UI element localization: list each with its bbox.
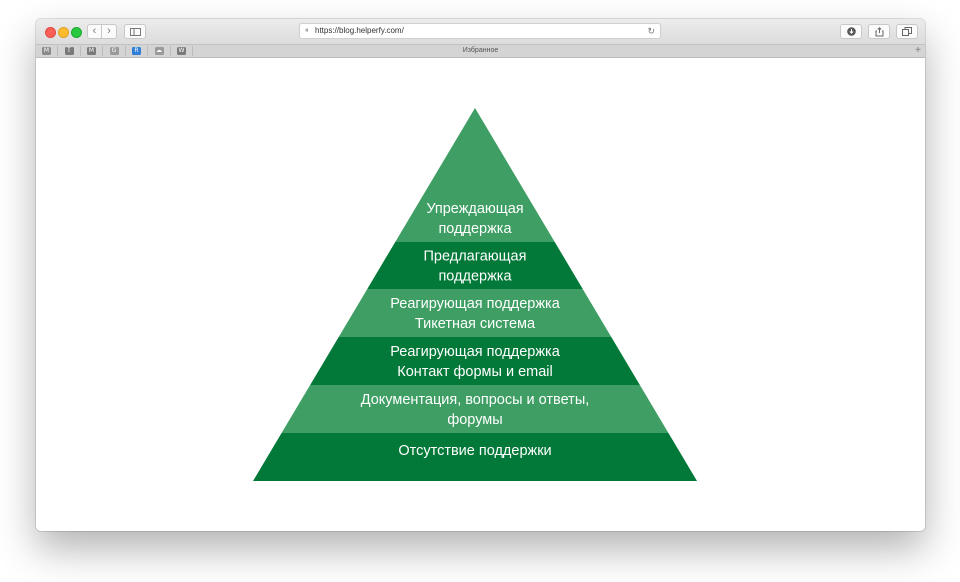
pyramid-tier-2-label-line-1: Предлагающая <box>424 249 527 265</box>
pyramid-tier-2 <box>367 242 583 289</box>
favorites-divider <box>57 46 58 56</box>
favorites-divider <box>124 46 126 56</box>
pyramid-tier-5-label-line-1: Документация, вопросы и ответы, <box>361 392 590 408</box>
r-bookmark-icon[interactable]: R <box>132 47 141 55</box>
back-button[interactable]: ‹ <box>87 24 102 39</box>
pyramid-tier-4-label-line-2: Контакт формы и email <box>397 364 553 380</box>
add-tab-icon[interactable]: + <box>915 45 921 56</box>
pyramid-tier-6 <box>253 433 697 481</box>
gmail-icon[interactable]: M <box>42 47 51 55</box>
forward-button[interactable]: › <box>102 24 117 39</box>
favorites-bar: Избранное M T M G R ☁ W + <box>36 44 925 58</box>
favorites-divider <box>192 46 193 56</box>
pyramid-tier-5-label-line-2: форумы <box>447 412 502 428</box>
chevron-left-icon: ‹ <box>92 25 97 37</box>
pyramid-tier-1-label-line-1: Упреждающая <box>426 201 523 217</box>
close-window-button[interactable] <box>45 27 56 38</box>
lock-icon: ⏸ <box>305 27 309 34</box>
zoom-window-button[interactable] <box>71 27 82 38</box>
favorites-title: Избранное <box>462 47 499 54</box>
favorites-divider <box>147 46 148 56</box>
t-bookmark-icon[interactable]: T <box>64 47 74 55</box>
favorites-divider <box>102 46 103 56</box>
tab-overview-button[interactable] <box>896 24 918 39</box>
favorites-divider <box>169 46 171 56</box>
sidebar-toggle-button[interactable] <box>124 24 146 39</box>
w-bookmark-icon[interactable]: W <box>177 47 186 55</box>
pyramid-tier-6-label-line-1: Отсутствие поддержки <box>398 443 551 459</box>
support-pyramid-diagram: УпреждающаяподдержкаПредлагающаяподдержк… <box>253 108 697 481</box>
pyramid-tier-4 <box>310 337 640 385</box>
pyramid-tier-5 <box>281 385 669 433</box>
tabs-icon <box>902 27 912 36</box>
browser-window: ‹ › ⏸ https://blog.helperfy.com/ ↻ <box>36 19 925 531</box>
pyramid-tier-3-label-line-2: Тикетная система <box>415 316 536 332</box>
m-bookmark-icon[interactable]: M <box>87 47 96 55</box>
favorites-divider <box>79 46 81 56</box>
url-text: https://blog.helperfy.com/ <box>315 26 404 35</box>
cloud-icon[interactable]: ☁ <box>154 47 164 55</box>
pyramid-tier-4-label-line-1: Реагирующая поддержка <box>390 344 560 360</box>
browser-toolbar: ‹ › ⏸ https://blog.helperfy.com/ ↻ <box>36 19 925 44</box>
downloads-button[interactable] <box>840 24 862 39</box>
reload-icon[interactable]: ↻ <box>647 26 655 36</box>
pyramid-tier-1-label-line-2: поддержка <box>438 221 512 237</box>
pyramid-tier-3-label-line-1: Реагирующая поддержка <box>390 296 560 312</box>
google-icon[interactable]: G <box>109 47 119 55</box>
sidebar-icon <box>129 28 141 36</box>
pyramid-tier-1 <box>395 108 555 242</box>
share-icon <box>875 27 883 37</box>
minimize-window-button[interactable] <box>58 27 69 38</box>
share-button[interactable] <box>868 24 890 39</box>
pyramid-tier-2-label-line-2: поддержка <box>438 269 512 285</box>
download-icon <box>846 27 856 36</box>
pyramid-tier-3 <box>338 289 612 337</box>
chevron-right-icon: › <box>107 25 111 37</box>
address-bar[interactable]: ⏸ https://blog.helperfy.com/ ↻ <box>299 23 661 39</box>
